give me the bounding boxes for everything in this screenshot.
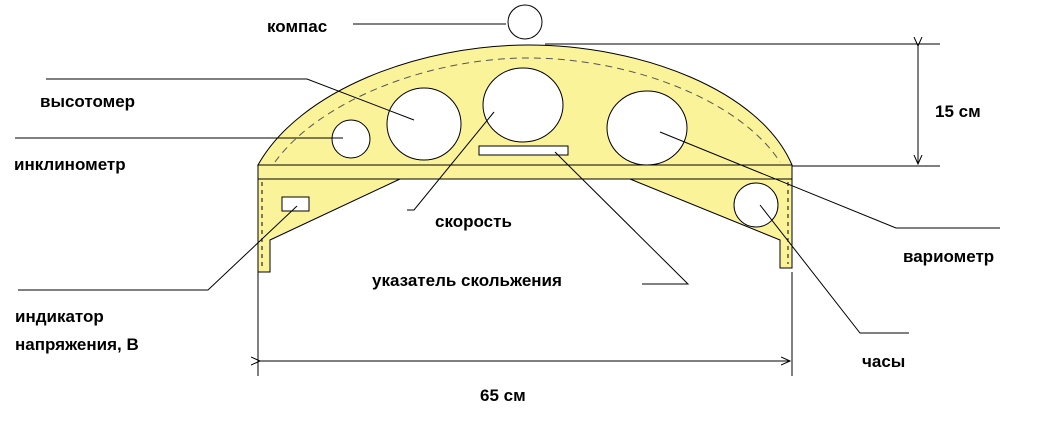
instruments: [281, 4, 779, 228]
clock-instrument: [733, 182, 779, 228]
compass-instrument: [507, 4, 543, 40]
panel-crossbar: [257, 164, 793, 180]
slip-indicator-label: указатель скольжения: [372, 271, 562, 290]
clock-label: часы: [862, 352, 905, 371]
panel-left-support: [257, 178, 401, 273]
voltage-indicator-label-line2: напряжения, В: [15, 335, 139, 354]
voltage-indicator-instrument: [281, 196, 310, 212]
compass-label: компас: [267, 17, 327, 36]
dimension-width: [258, 272, 793, 376]
width-dimension-label: 65 см: [480, 386, 526, 405]
labels: компас высотомер инклинометр скорость ук…: [14, 17, 994, 405]
speed-label: скорость: [435, 212, 512, 231]
altimeter-label: высотомер: [40, 92, 135, 111]
leader-lines: [15, 23, 1000, 334]
voltage-indicator-label-line1: индикатор: [15, 307, 104, 326]
inclinometer-label: инклинометр: [14, 155, 126, 174]
speed-instrument: [482, 67, 564, 143]
slip-indicator-instrument: [478, 145, 569, 156]
variometer-instrument: [606, 90, 688, 166]
height-dimension-label: 15 см: [935, 102, 981, 121]
altimeter-instrument: [386, 87, 462, 161]
panel-inner-dashed-line: [274, 57, 781, 163]
inclinometer-instrument: [331, 119, 371, 159]
dimension-height: [545, 44, 940, 167]
variometer-label: вариометр: [903, 247, 994, 266]
